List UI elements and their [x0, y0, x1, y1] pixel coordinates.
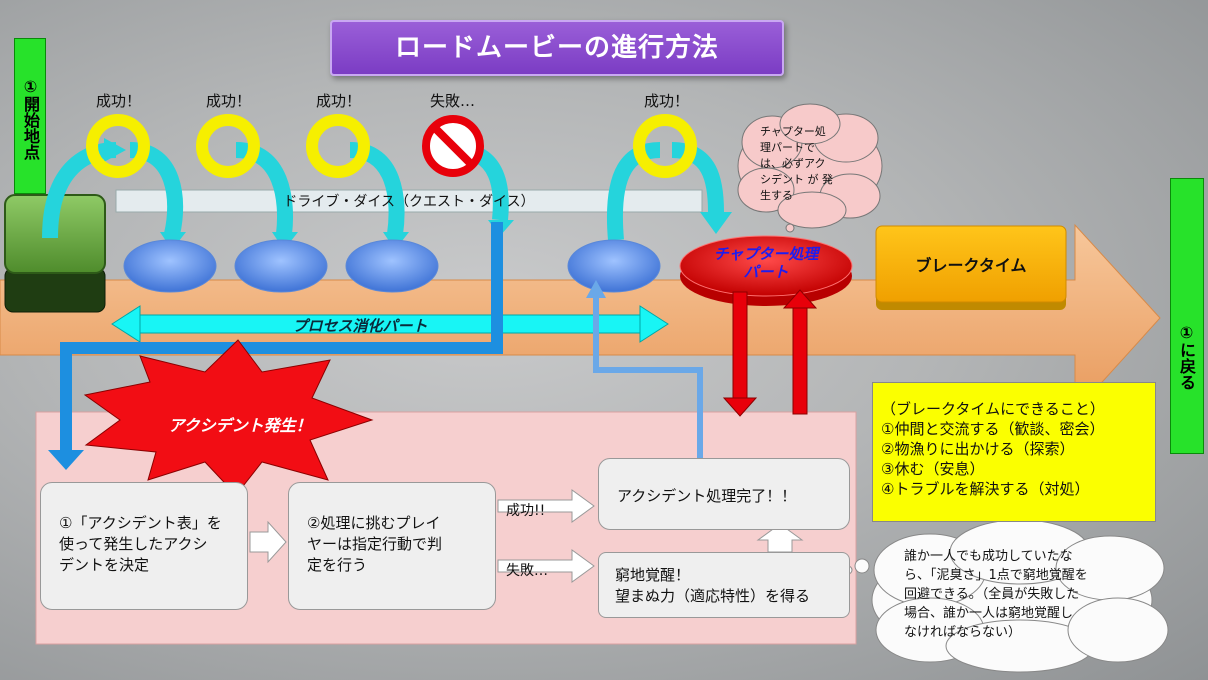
- break-block: [875, 225, 1067, 303]
- step2-box: ②処理に挑むプレイ ヤーは指定行動で判 定を行う: [288, 482, 496, 610]
- accident-label: アクシデント発生！: [168, 416, 312, 435]
- accident-starburst: [83, 339, 374, 496]
- flow-arrow: [497, 489, 595, 523]
- cloud-note-line: 誰か一人でも成功していたな: [904, 549, 1073, 564]
- step1-line: ①「アクシデント表」を: [59, 514, 222, 532]
- bubble-line: 理パートで: [760, 141, 815, 154]
- chapter-label: チャプター処理 パート: [686, 245, 846, 281]
- step2-line: ②処理に挑むプレイ: [307, 514, 441, 532]
- flow-arrow: [497, 549, 595, 583]
- despair-line: 窮地覚醒！: [615, 566, 691, 584]
- page-title: ロードムービーの進行方法: [330, 20, 784, 76]
- flow-arrow: [756, 523, 804, 553]
- step2-line: 定を行う: [307, 556, 368, 574]
- drive-dice-bar: [115, 189, 703, 213]
- check-label: 成功！: [316, 92, 362, 110]
- success-marker: [633, 114, 697, 178]
- bubble-line: チャプター処: [760, 125, 826, 138]
- break-box-heading: （ブレークタイムにできること）: [881, 400, 1105, 418]
- break-time-box: （ブレークタイムにできること） ①仲間と交流する（歓談、密会） ②物漁りに出かけ…: [872, 382, 1156, 522]
- return-label: ①に戻る: [1170, 178, 1204, 454]
- process-arrow: [111, 305, 669, 343]
- step-ellipse: [123, 239, 217, 293]
- flow-arrow: [249, 520, 287, 564]
- check-label: 成功！: [206, 92, 252, 110]
- failure-path-head: [48, 450, 84, 470]
- fail-label: 失敗…: [506, 563, 548, 579]
- chapter-thought-bubble: [737, 103, 883, 233]
- return-path: [593, 296, 703, 458]
- complete-text: アクシデント処理完了！！: [617, 487, 797, 505]
- bubble-line: は、必ずアク: [760, 157, 826, 170]
- chapter-label-line: チャプター処理: [713, 245, 819, 263]
- break-box-item: ③休む（安息）: [881, 460, 985, 478]
- despair-line: 望まぬ力（適応特性）を得る: [615, 587, 811, 605]
- success-marker: [306, 114, 370, 178]
- break-label: ブレークタイム: [915, 256, 1027, 275]
- check-label: 失敗…: [430, 92, 476, 110]
- cloud-note-text: 誰か一人でも成功していたな ら、「泥臭さ」1点で窮地覚醒を 回避できる。（全員が…: [904, 547, 1144, 642]
- step-ellipse: [345, 239, 439, 293]
- return-path-head: [586, 280, 606, 298]
- cloud-note-line: ら、「泥臭さ」1点で窮地覚醒を: [904, 568, 1088, 583]
- despair-box: 窮地覚醒！ 望まぬ力（適応特性）を得る: [598, 552, 850, 618]
- step1-line: デントを決定: [59, 556, 150, 574]
- step-ellipse: [234, 239, 328, 293]
- start-label: ①開始地点: [14, 38, 46, 194]
- chapter-bubble-text: チャプター処 理パートで は、必ずアク シデント が 発 生する: [760, 124, 870, 204]
- break-box-item: ②物漁りに出かける（探索）: [881, 440, 1075, 458]
- cloud-note-line: 回避できる。（全員が失敗した: [904, 587, 1080, 602]
- break-box-item: ①仲間と交流する（歓談、密会）: [881, 420, 1105, 438]
- bubble-line: 生する: [760, 189, 793, 202]
- cloud-note-line: なければならない）: [904, 625, 1022, 640]
- step2-line: ヤーは指定行動で判: [307, 535, 443, 553]
- step1-box: ①「アクシデント表」を 使って発生したアクシ デントを決定: [40, 482, 248, 610]
- chapter-label-line: パート: [743, 263, 789, 281]
- complete-box: アクシデント処理完了！！: [598, 458, 850, 530]
- cloud-note-line: 場合、誰か一人は窮地覚醒し: [904, 606, 1074, 621]
- chapter-ellipse: [679, 235, 853, 297]
- break-box-item: ④トラブルを解決する（対処）: [881, 480, 1090, 498]
- chapter-red-arrows: [722, 289, 818, 417]
- check-label: 成功！: [644, 92, 690, 110]
- failure-marker: [422, 115, 484, 177]
- bubble-line: シデント が 発: [760, 173, 833, 186]
- failure-path: [60, 222, 503, 452]
- success-marker: [86, 114, 150, 178]
- step-ellipse: [567, 239, 661, 293]
- drive-dice-label: ドライブ・ダイス（クエスト・ダイス）: [283, 194, 535, 210]
- process-label: プロセス消化パート: [292, 317, 428, 335]
- start-block-base: [4, 267, 106, 313]
- step1-line: 使って発生したアクシ: [59, 535, 208, 553]
- success-label: 成功!!: [506, 503, 546, 519]
- check-label: 成功！: [96, 92, 142, 110]
- note-cloud: [843, 519, 1169, 673]
- success-marker: [196, 114, 260, 178]
